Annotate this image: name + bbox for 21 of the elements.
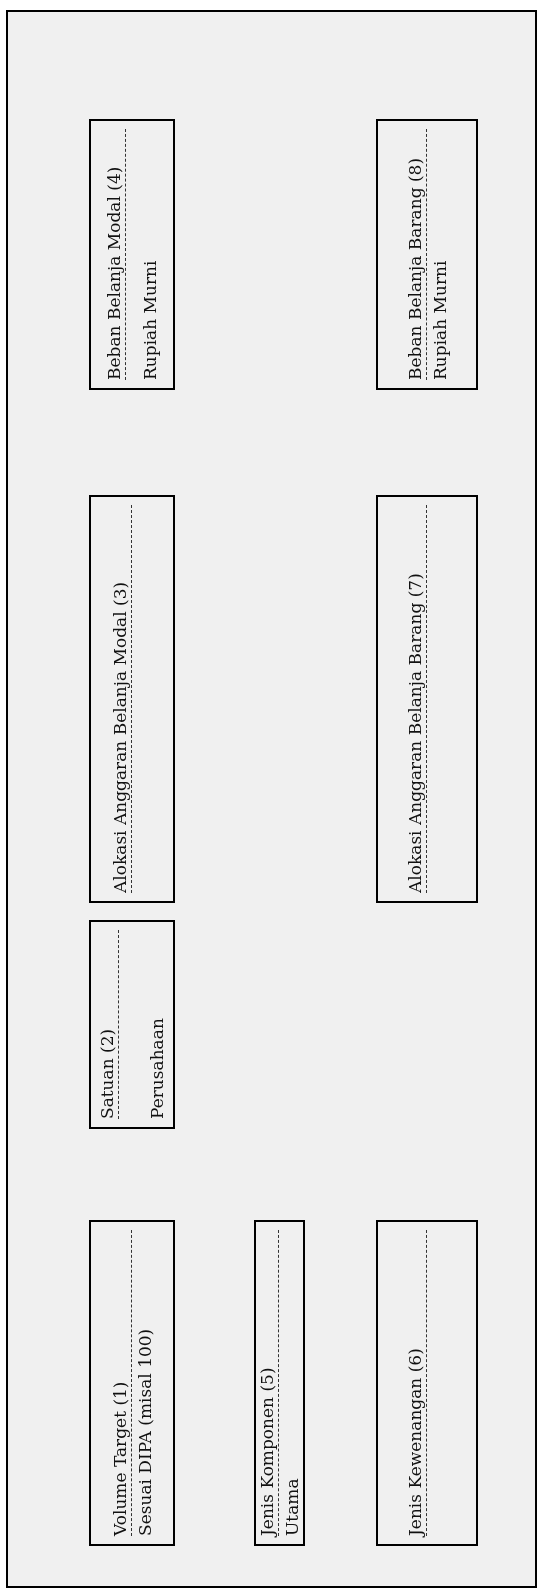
field-label: Alokasi Anggaran Belanja Modal (3) bbox=[109, 580, 130, 893]
field-value: Utama bbox=[282, 1477, 302, 1536]
field-label: Jenis Komponen (5) bbox=[257, 1366, 277, 1536]
field-label: Beban Belanja Modal (4) bbox=[104, 165, 124, 380]
form-box bbox=[254, 1220, 305, 1546]
field-label: Satuan (2) bbox=[97, 1027, 117, 1119]
form-box bbox=[89, 1220, 175, 1546]
field-value: Rupiah Murni bbox=[429, 259, 450, 380]
form-box bbox=[376, 119, 478, 390]
field-label: Beban Belanja Barang (8) bbox=[404, 157, 425, 380]
form-box bbox=[376, 1220, 478, 1546]
field-value: Sesuai DIPA (misal 100) bbox=[134, 1327, 155, 1536]
field-label: Alokasi Anggaran Belanja Barang (7) bbox=[404, 572, 425, 893]
form-box bbox=[376, 495, 478, 903]
field-value: Perusahaan bbox=[147, 1017, 167, 1119]
form-box bbox=[89, 920, 175, 1129]
field-value: Rupiah Murni bbox=[140, 259, 160, 380]
field-label: Volume Target (1) bbox=[109, 1380, 130, 1536]
form-box bbox=[89, 119, 175, 390]
form-box bbox=[89, 495, 175, 903]
field-label: Jenis Kewenangan (6) bbox=[404, 1347, 425, 1536]
